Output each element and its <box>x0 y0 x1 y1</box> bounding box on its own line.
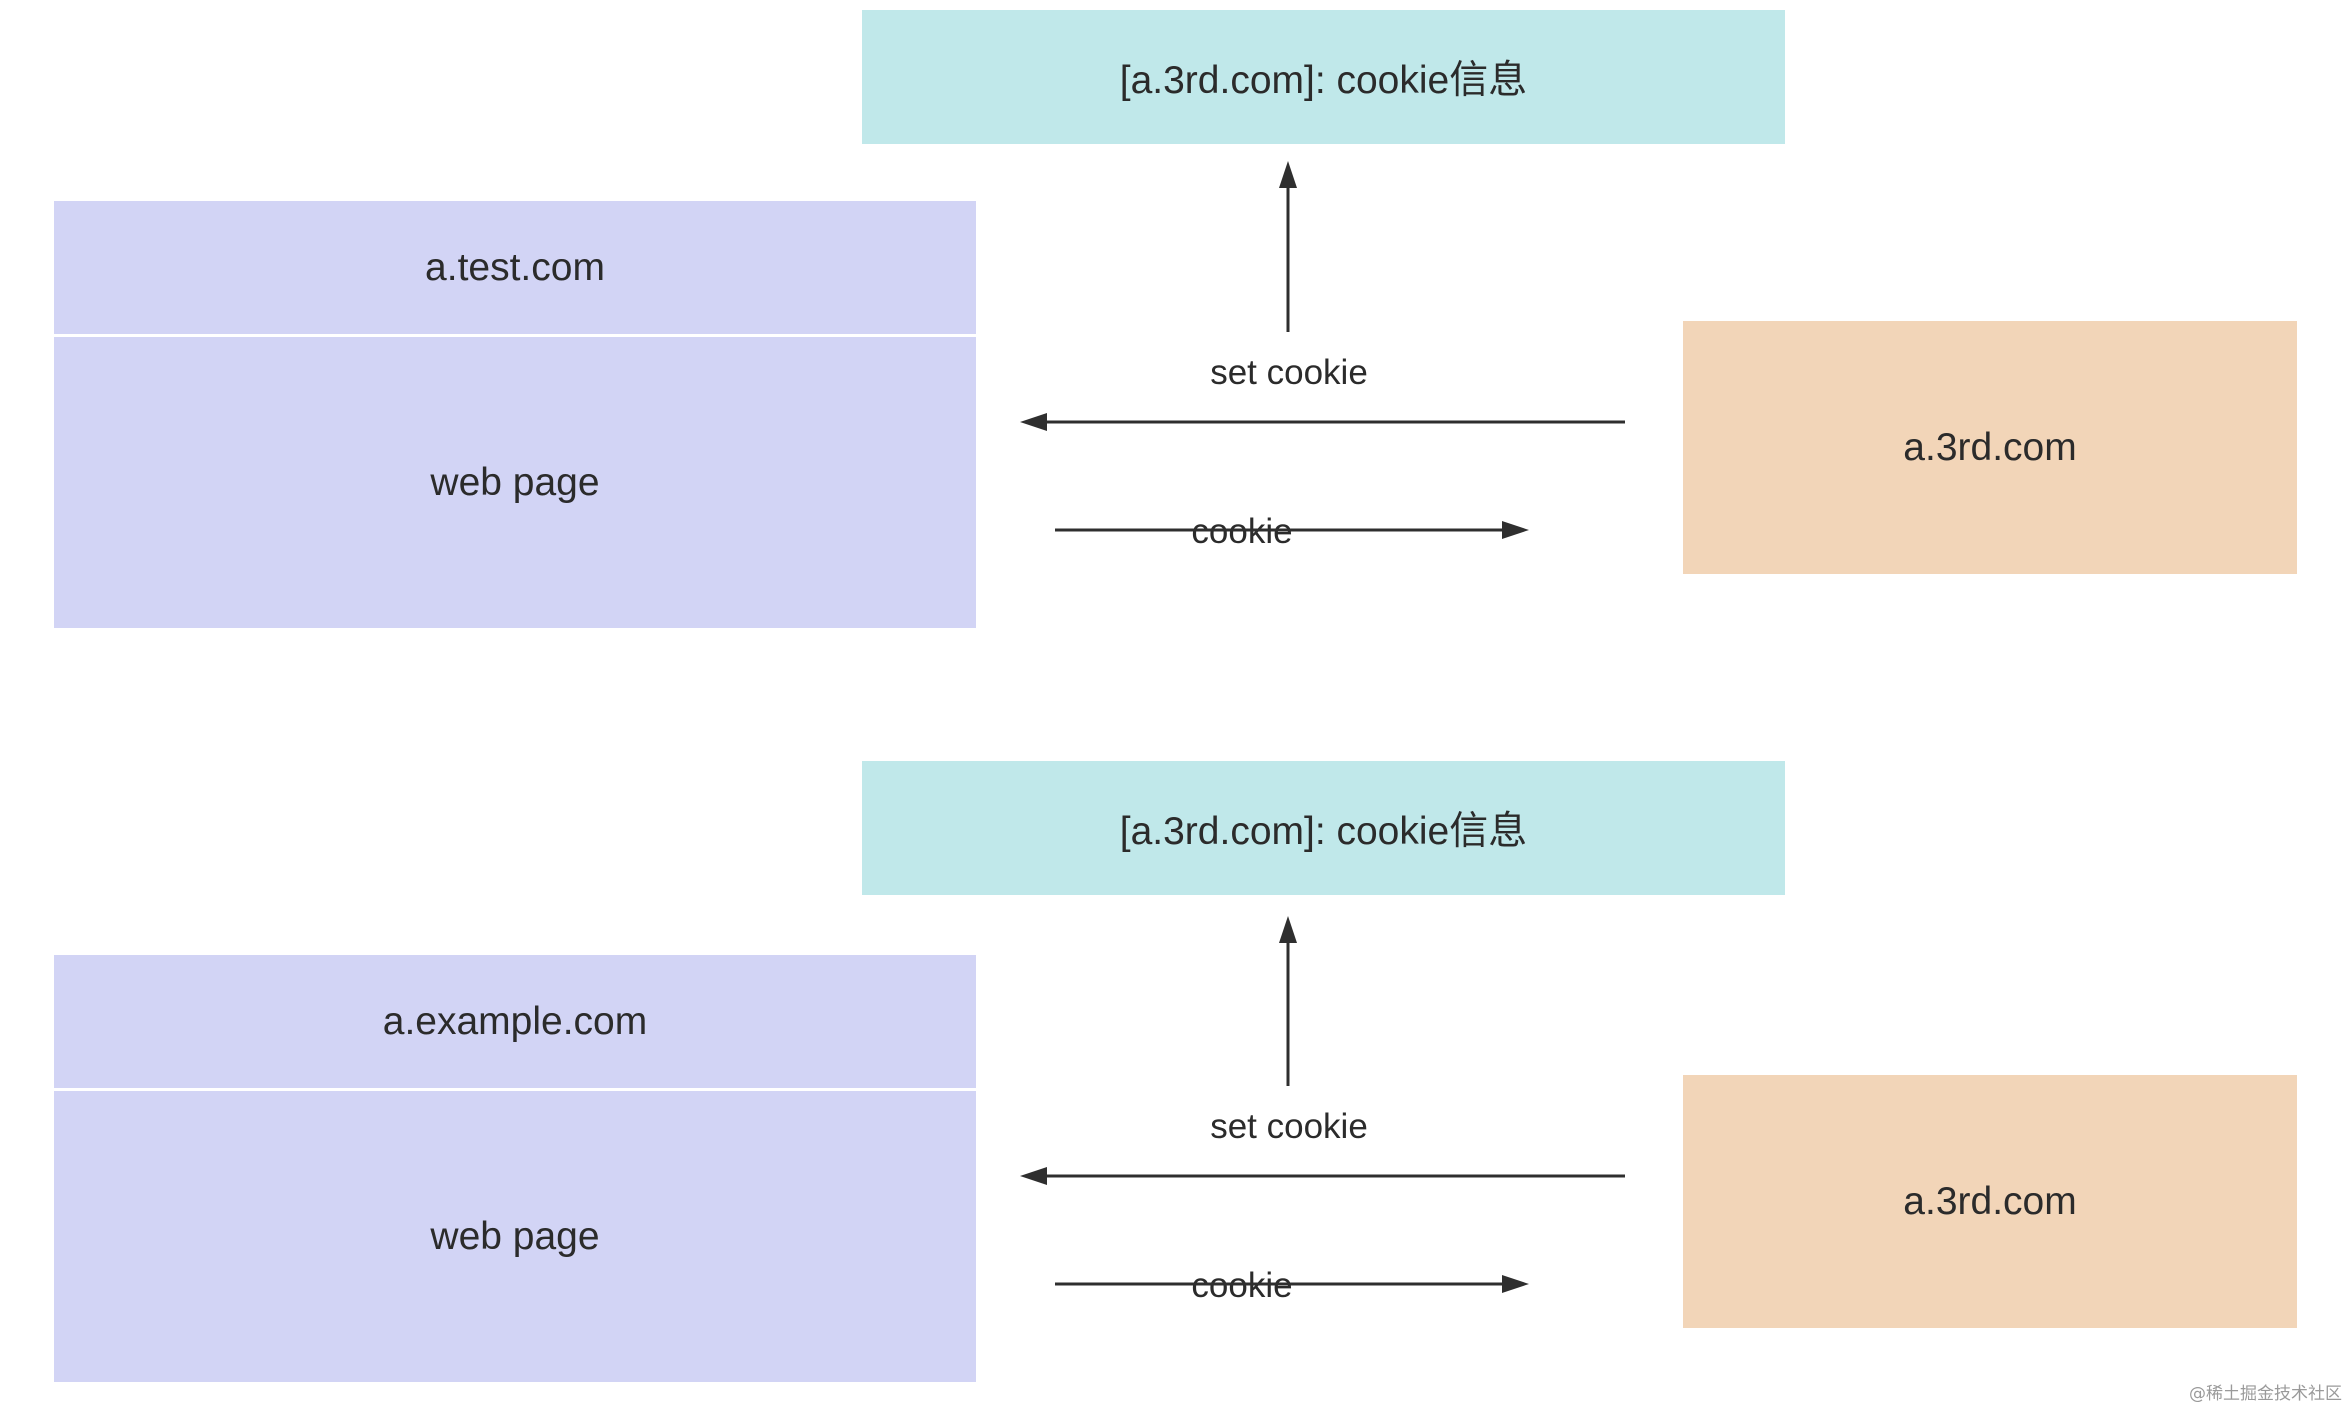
web-page-label: web page <box>430 1214 600 1258</box>
cookie-store-box-1: [a.3rd.com]: cookie信息 <box>862 10 1785 144</box>
web-page-box-2: web page <box>54 1091 976 1382</box>
set-cookie-arrowhead-2 <box>1020 1167 1047 1185</box>
site-domain-box-1: a.test.com <box>54 201 976 334</box>
cookie-label-2: cookie <box>1189 1266 1295 1306</box>
third-party-box-2: a.3rd.com <box>1683 1075 2297 1328</box>
cookie-store-label: [a.3rd.com]: cookie信息 <box>1119 810 1528 853</box>
set-cookie-label-2: set cookie <box>1210 1107 1368 1146</box>
third-party-label: a.3rd.com <box>1903 425 2077 469</box>
watermark: @稀土掘金技术社区 <box>2189 1384 2342 1404</box>
site-domain-label: a.test.com <box>425 245 605 289</box>
site-domain-box-2: a.example.com <box>54 955 976 1088</box>
store-cookie-arrowhead-1 <box>1279 161 1297 188</box>
set-cookie-label-1: set cookie <box>1210 353 1368 392</box>
cookie-arrowhead-1 <box>1502 521 1529 539</box>
cookie-store-box-2: [a.3rd.com]: cookie信息 <box>862 761 1785 895</box>
site-domain-label: a.example.com <box>382 999 648 1043</box>
third-party-box-1: a.3rd.com <box>1683 321 2297 574</box>
web-page-box-1: web page <box>54 337 976 628</box>
set-cookie-arrowhead-1 <box>1020 413 1047 431</box>
store-cookie-arrowhead-2 <box>1279 916 1297 943</box>
web-page-label: web page <box>430 460 600 504</box>
cookie-arrowhead-2 <box>1502 1275 1529 1293</box>
cookie-store-label: [a.3rd.com]: cookie信息 <box>1119 59 1528 102</box>
cookie-label-1: cookie <box>1189 512 1295 552</box>
third-party-label: a.3rd.com <box>1903 1179 2077 1223</box>
